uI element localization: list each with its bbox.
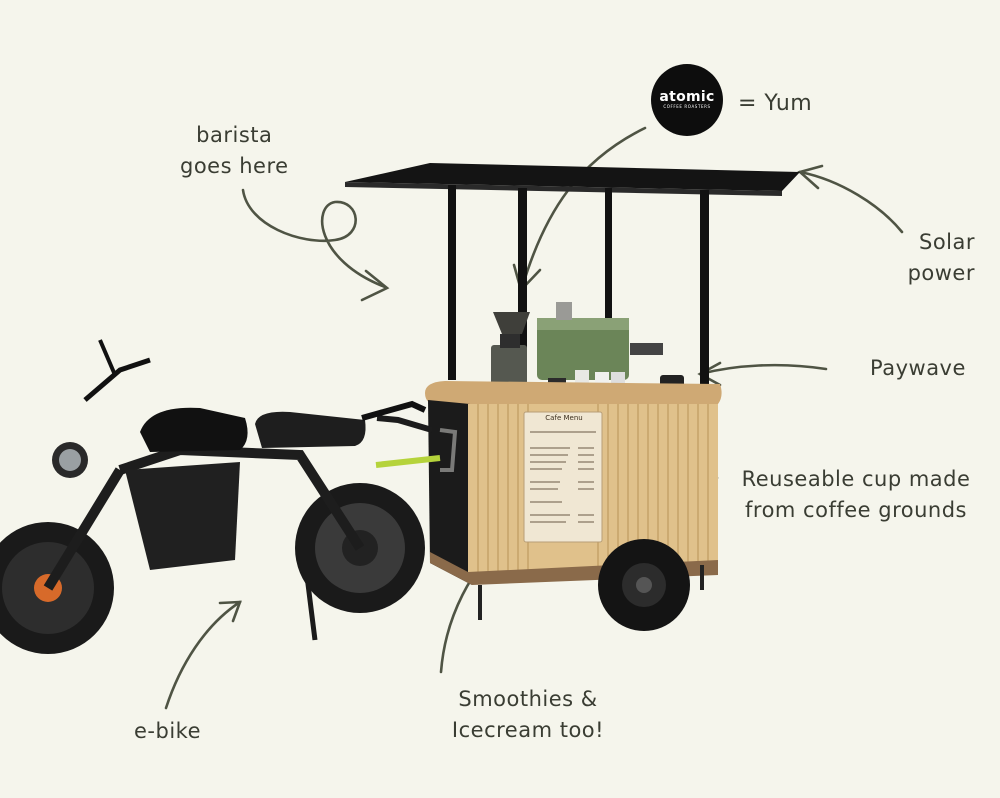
note-smoothies: Smoothies & Icecream too! xyxy=(451,687,605,742)
note-barista: barista goes here xyxy=(180,123,289,178)
arrow-paywave xyxy=(698,363,828,376)
espresso-machine xyxy=(537,318,629,380)
menu-board xyxy=(523,411,603,543)
atomic-logo: atomic COFFEE ROASTERS xyxy=(651,64,723,136)
note-cup: Reuseable cup made from coffee grounds xyxy=(741,467,971,522)
arrow-solar xyxy=(798,170,904,234)
note-paywave: Paywave xyxy=(870,356,966,380)
arrow-ebike xyxy=(164,600,242,710)
e-bike xyxy=(0,339,427,654)
note-solar: Solar power xyxy=(907,230,975,285)
menu-board-title: Cafe Menu xyxy=(545,414,583,422)
arrow-logo xyxy=(520,126,647,290)
logo-tagline: COFFEE ROASTERS xyxy=(663,104,711,109)
note-yum: = Yum xyxy=(738,91,813,116)
arrow-barista xyxy=(241,188,387,289)
coffee-cart xyxy=(345,163,800,631)
logo-word: atomic xyxy=(659,89,715,105)
solar-canopy xyxy=(345,163,800,191)
note-ebike: e-bike xyxy=(134,719,201,743)
